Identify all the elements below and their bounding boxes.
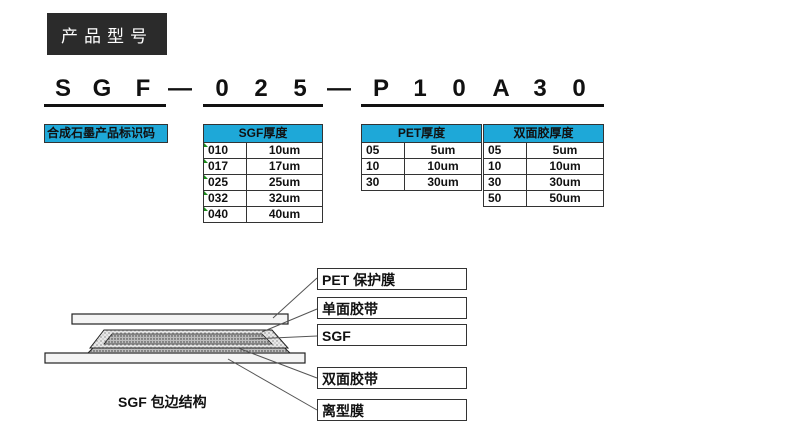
page-title: 产品型号 <box>47 13 167 55</box>
code-underline-pet <box>361 104 483 107</box>
table-cell-code: 025 <box>203 174 247 191</box>
cell-marker-icon <box>204 191 208 195</box>
table-cell-code: 040 <box>203 206 247 223</box>
label-pet-film: PET 保护膜 <box>317 268 467 290</box>
code-char: 1 <box>413 75 427 102</box>
table-cell-value: 25um <box>246 174 323 191</box>
table-cell-value: 10um <box>526 158 604 175</box>
leader-line-double-tape <box>237 347 318 379</box>
table-cell-value: 30um <box>526 174 604 191</box>
label-release-film: 离型膜 <box>317 399 467 421</box>
code-char: — <box>327 75 351 102</box>
table-cell-code: 50 <box>483 190 527 207</box>
table-cell-value: 30um <box>404 174 482 191</box>
code-char: 5 <box>293 75 307 102</box>
tape-table-header: 双面胶厚度 <box>483 124 604 143</box>
table-cell-value: 10um <box>404 158 482 175</box>
code-underline-sgf <box>44 104 166 107</box>
table-cell-code: 05 <box>483 142 527 159</box>
table-cell-value: 10um <box>246 142 323 159</box>
sgf-layer <box>103 333 273 345</box>
code-underline-sgf-thickness <box>203 104 323 107</box>
table-cell-value: 17um <box>246 158 323 175</box>
code-char: 0 <box>572 75 586 102</box>
code-char: G <box>92 75 112 102</box>
code-char: 2 <box>254 75 268 102</box>
table-cell-code: 10 <box>361 158 405 175</box>
sgf-edge-wrap-diagram <box>44 277 318 411</box>
label-double-tape: 双面胶带 <box>317 367 467 389</box>
diagram-caption: SGF 包边结构 <box>118 394 207 410</box>
code-underline-tape <box>483 104 604 107</box>
table-cell-code: 05 <box>361 142 405 159</box>
code-char: F <box>135 75 151 102</box>
leader-line-release-film <box>227 358 318 411</box>
code-char: P <box>372 75 389 102</box>
cell-marker-icon <box>204 207 208 211</box>
table-cell-value: 5um <box>404 142 482 159</box>
sgf-table-header: SGF厚度 <box>203 124 323 143</box>
table-cell-code: 30 <box>361 174 405 191</box>
prefix-label: 合成石墨产品标识码 <box>44 124 168 143</box>
cell-marker-icon <box>204 159 208 163</box>
table-cell-code: 010 <box>203 142 247 159</box>
pet-table-header: PET厚度 <box>361 124 482 143</box>
pet-protective-film-layer <box>71 313 289 325</box>
table-cell-value: 5um <box>526 142 604 159</box>
code-char: 0 <box>215 75 229 102</box>
code-char: S <box>54 75 71 102</box>
code-char: 3 <box>533 75 547 102</box>
leader-line-single-tape <box>261 308 318 333</box>
code-char: 0 <box>452 75 466 102</box>
label-sgf: SGF <box>317 324 467 346</box>
cell-marker-icon <box>204 175 208 179</box>
table-cell-value: 50um <box>526 190 604 207</box>
table-cell-code: 10 <box>483 158 527 175</box>
cell-marker-icon <box>204 143 208 147</box>
label-single-tape: 单面胶带 <box>317 297 467 319</box>
code-char: — <box>168 75 192 102</box>
table-cell-code: 30 <box>483 174 527 191</box>
table-cell-value: 40um <box>246 206 323 223</box>
table-cell-code: 032 <box>203 190 247 207</box>
code-char: A <box>492 75 510 102</box>
leader-line-pet <box>272 277 318 319</box>
release-film-layer <box>44 352 306 364</box>
leader-line-sgf <box>249 335 318 340</box>
table-cell-value: 32um <box>246 190 323 207</box>
table-cell-code: 017 <box>203 158 247 175</box>
